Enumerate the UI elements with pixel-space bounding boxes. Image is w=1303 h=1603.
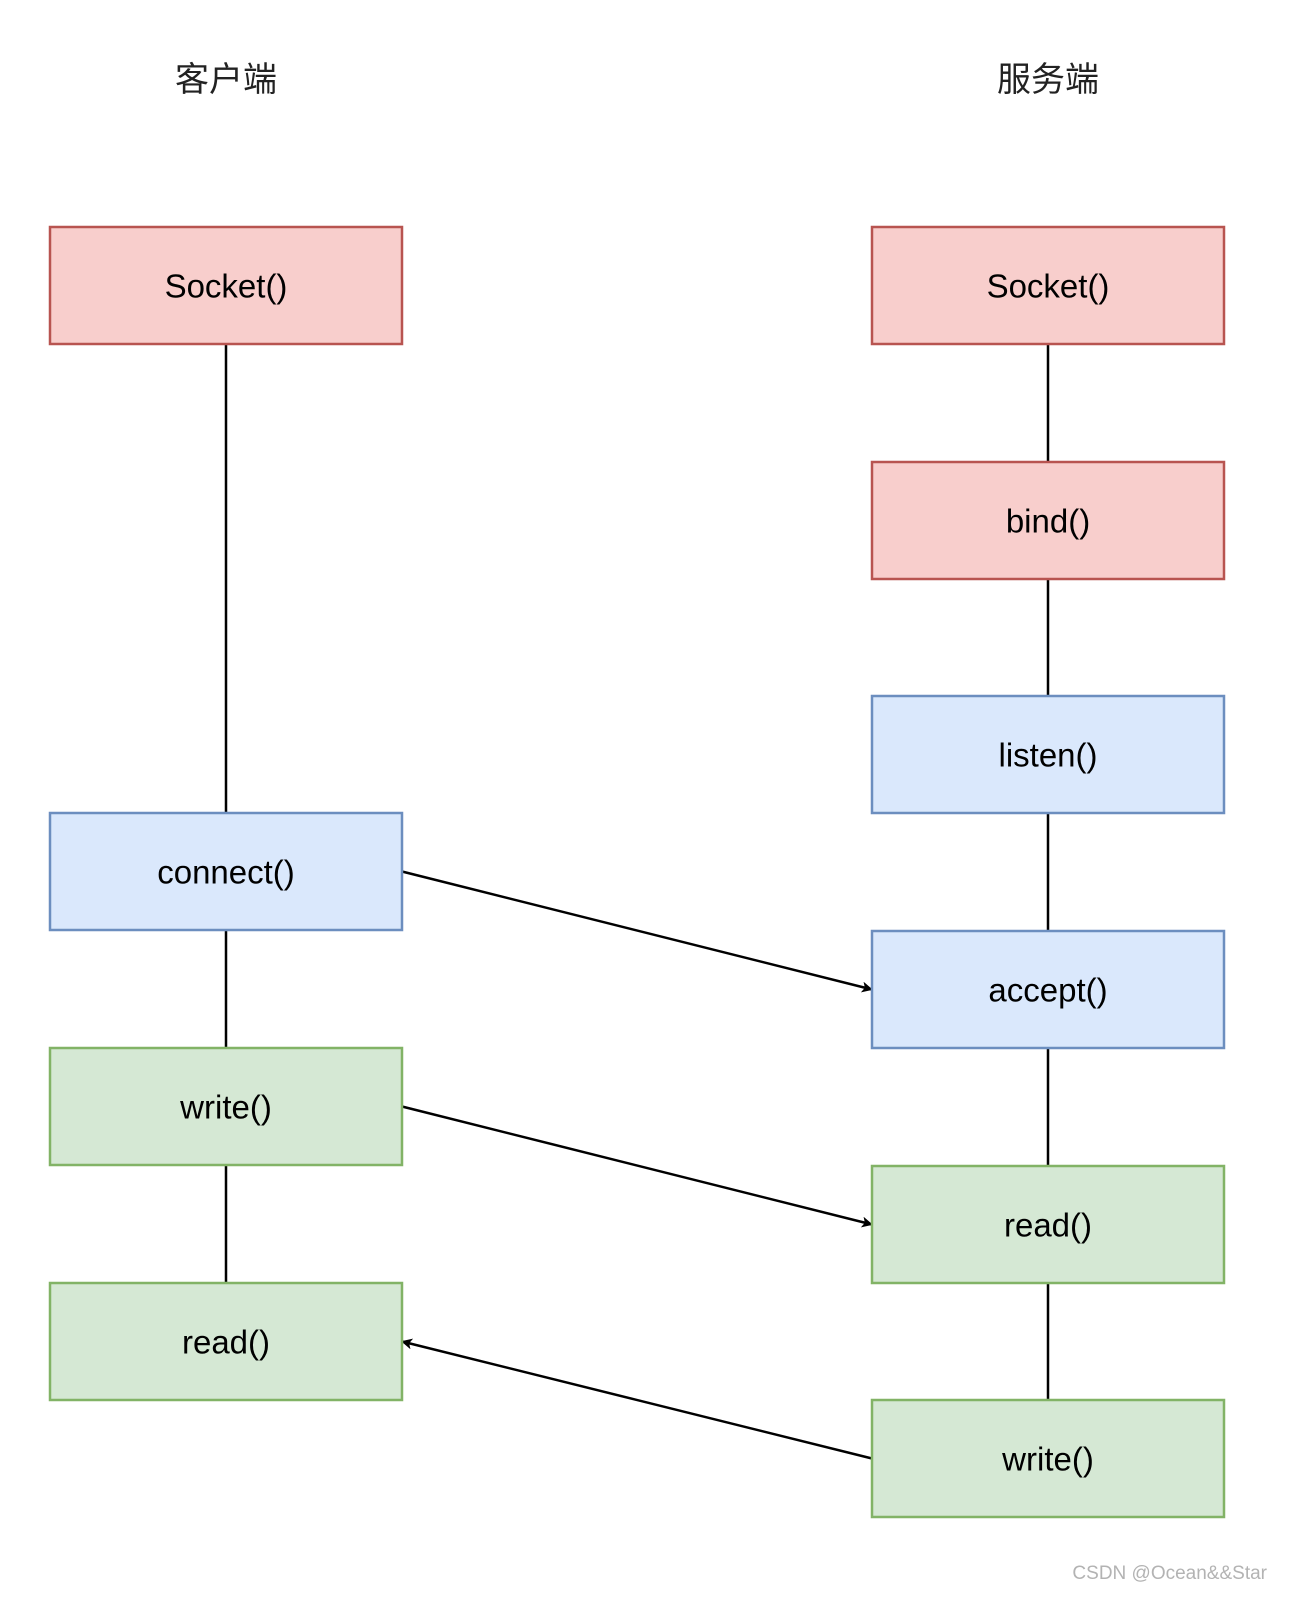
server-listen-box: listen() xyxy=(870,694,1226,815)
server-write-label: write() xyxy=(1001,1441,1094,1478)
server-listen-rect xyxy=(870,694,1226,815)
server-socket-rect xyxy=(870,225,1226,346)
server-accept-box: accept() xyxy=(870,929,1226,1050)
server-column-title: 服务端 xyxy=(997,60,1099,100)
client-read-rect xyxy=(48,1281,404,1402)
server-socket-box: Socket() xyxy=(870,225,1226,346)
server-bind-rect xyxy=(870,460,1226,581)
watermark: CSDN @Ocean&&Star xyxy=(1072,1563,1267,1584)
arrow-client-connect-to-server-accept xyxy=(401,870,873,993)
server-accept-rect xyxy=(870,929,1226,1050)
client-connect-label: connect() xyxy=(157,854,295,891)
server-read-box: read() xyxy=(870,1164,1226,1285)
client-column-title: 客户端 xyxy=(175,60,277,100)
client-socket-box: Socket() xyxy=(48,225,404,346)
server-bind-label: bind() xyxy=(1006,503,1090,540)
function-boxes: Socket() connect() write() read() Socket() bi… xyxy=(48,225,1226,1519)
client-socket-rect xyxy=(48,225,404,346)
client-read-label: read() xyxy=(182,1324,270,1361)
client-connect-rect xyxy=(48,811,404,932)
server-socket-label: Socket() xyxy=(987,268,1110,305)
client-socket-label: Socket() xyxy=(165,268,288,305)
server-read-label: read() xyxy=(1004,1207,1092,1244)
server-write-box: write() xyxy=(870,1398,1226,1519)
client-write-box: write() xyxy=(48,1046,404,1167)
client-write-label: write() xyxy=(179,1089,272,1126)
arrow-client-write-to-server-read xyxy=(401,1105,873,1228)
arrow-server-write-to-client-read xyxy=(401,1338,873,1460)
client-write-rect xyxy=(48,1046,404,1167)
client-connect-box: connect() xyxy=(48,811,404,932)
message-arrows xyxy=(401,870,873,1460)
lifelines xyxy=(224,344,1050,1400)
client-read-box: read() xyxy=(48,1281,404,1402)
server-accept-label: accept() xyxy=(988,972,1107,1009)
server-bind-box: bind() xyxy=(870,460,1226,581)
server-read-rect xyxy=(870,1164,1226,1285)
server-listen-label: listen() xyxy=(998,737,1097,774)
server-write-rect xyxy=(870,1398,1226,1519)
